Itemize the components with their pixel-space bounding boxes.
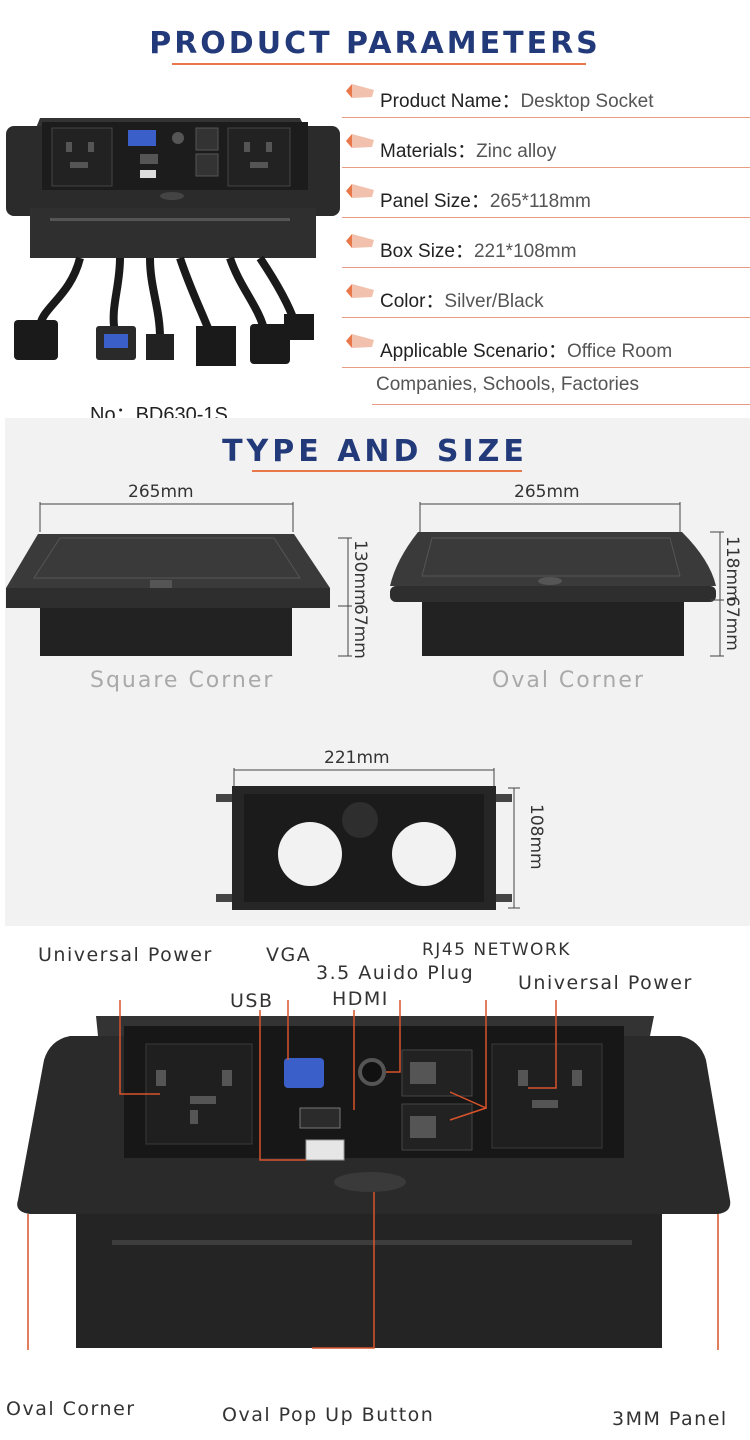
callout-rj45: RJ45 NETWORK (422, 940, 571, 960)
pencil-icon (346, 284, 374, 298)
box-photo (216, 768, 520, 910)
type-size-title: TYPE AND SIZE (222, 434, 528, 469)
callout-vga: VGA (266, 944, 312, 966)
param-value: 221*108mm (473, 241, 577, 262)
oval-corner-label: Oval Corner (492, 668, 645, 693)
param-value: Zinc alloy (476, 141, 557, 162)
callout-popup-button: Oval Pop Up Button (222, 1404, 435, 1426)
title-underline (172, 63, 586, 65)
param-row-color: Color：Silver/Black (342, 274, 750, 318)
divider (372, 404, 750, 405)
callout-universal-power-right: Universal Power (518, 972, 693, 994)
callout-universal-power-left: Universal Power (38, 944, 213, 966)
param-value: Desktop Socket (520, 91, 654, 112)
param-label: Box Size： (380, 241, 474, 262)
box-height: 108mm (526, 804, 546, 870)
param-value: Office Room (566, 341, 673, 362)
param-row-materials: Materials：Zinc alloy (342, 124, 750, 168)
parameters-title: PRODUCT PARAMETERS (149, 26, 601, 61)
oval-height: 67mm (722, 596, 742, 651)
square-corner-label: Square Corner (90, 668, 275, 693)
param-label: Product Name： (380, 91, 521, 112)
square-corner-photo (6, 502, 352, 657)
param-row-panel-size: Panel Size：265*118mm (342, 174, 750, 218)
param-label: Color： (380, 291, 445, 312)
oval-width: 265mm (514, 482, 580, 502)
pencil-icon (346, 84, 374, 98)
param-row-product-name: Product Name：Desktop Socket (342, 74, 750, 118)
oval-depth: 118mm (722, 536, 742, 602)
title-underline (252, 470, 522, 472)
param-value: Silver/Black (444, 291, 544, 312)
param-label: Materials： (380, 141, 477, 162)
pencil-icon (346, 184, 374, 198)
callout-3mm-panel: 3MM Panel (612, 1408, 728, 1430)
param-value: 265*118mm (489, 191, 591, 212)
callout-audio: 3.5 Auido Plug (316, 962, 475, 984)
square-depth: 130mm (350, 540, 370, 606)
param-label: Applicable Scenario： (380, 341, 567, 362)
oval-corner-photo (390, 502, 724, 657)
param-row-box-size: Box Size：221*108mm (342, 224, 750, 268)
pencil-icon (346, 234, 374, 248)
callout-hdmi: HDMI (332, 988, 389, 1010)
pencil-icon (346, 134, 374, 148)
product-photo (6, 118, 340, 366)
callout-usb: USB (230, 990, 274, 1012)
pencil-icon (346, 334, 374, 348)
param-label: Panel Size： (380, 191, 490, 212)
box-width: 221mm (324, 748, 390, 768)
param-row-scenario: Applicable Scenario：Office Room (342, 324, 750, 368)
product-closeup (17, 1000, 731, 1350)
scenario-continued: Companies, Schools, Factories (376, 374, 639, 395)
callout-oval-corner: Oval Corner (6, 1398, 136, 1420)
square-width: 265mm (128, 482, 194, 502)
square-height: 67mm (350, 604, 370, 659)
